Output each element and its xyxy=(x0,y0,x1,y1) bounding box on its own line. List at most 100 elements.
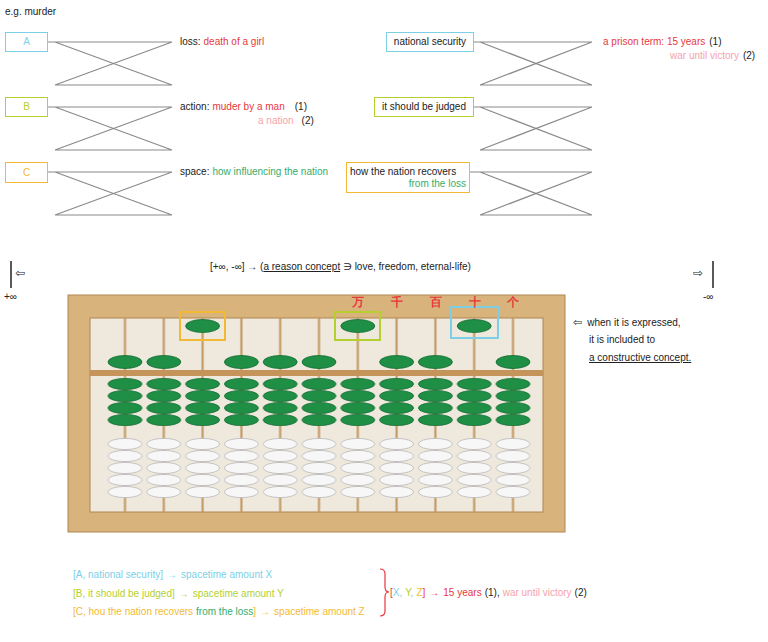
text-row: a constructive concept. xyxy=(589,352,691,364)
label-text: 个 xyxy=(507,296,519,308)
abacus-frame xyxy=(68,295,565,532)
text-row: [C, hou the nation recoversfrom the loss… xyxy=(73,606,365,618)
box-text: from the loss xyxy=(350,178,466,190)
label-text: ⇦ xyxy=(15,267,25,279)
text-row: a nation (2) xyxy=(258,115,314,127)
upper-bead xyxy=(341,320,375,333)
crossed-shape xyxy=(48,42,172,85)
text-row: 千 xyxy=(391,296,403,308)
text-row: 个 xyxy=(507,296,519,308)
label-text: → xyxy=(429,587,439,599)
box-text: it should be judged xyxy=(378,101,470,113)
label-text: a reason concept xyxy=(263,261,340,273)
text-row: a prison term: 15 years(1) xyxy=(603,36,722,48)
text-row: war until victory (2) xyxy=(670,50,755,62)
text-row: ⇦ xyxy=(15,267,25,279)
label-text: action: xyxy=(180,101,209,113)
label-text: spacetime amount Z xyxy=(274,606,365,618)
abacus-green-beads xyxy=(106,378,533,426)
label-text: loss: xyxy=(180,36,201,48)
label-text: → xyxy=(260,606,270,618)
box-text: how the nation recovers xyxy=(350,166,466,178)
label-text: [B, it should be judged] xyxy=(73,588,175,600)
label-text: ⇨ xyxy=(693,267,703,279)
label-text: Y, xyxy=(405,587,413,599)
label-text: (2) xyxy=(575,587,587,599)
label-text: → xyxy=(167,569,177,581)
crossed-shape xyxy=(474,42,592,85)
limit-bar xyxy=(10,261,12,288)
label-text: war until victory xyxy=(670,50,739,62)
label-box: A xyxy=(5,32,48,52)
label-box: national security xyxy=(386,32,474,52)
upper-bead xyxy=(302,356,336,369)
label-text: (2) xyxy=(302,115,314,127)
label-text: ⇦ xyxy=(573,316,582,328)
label-text: muder by a man xyxy=(212,101,284,113)
text-row: [B, it should be judged]→spacetime amoun… xyxy=(73,588,284,600)
box-text: national security xyxy=(390,36,470,48)
highlight-box xyxy=(335,312,380,340)
text-row: 万 xyxy=(352,296,364,308)
text-row: ⇨ xyxy=(693,267,703,279)
text-row: [A, national security]→spacetime amount … xyxy=(73,569,272,581)
label-text: it is included to xyxy=(589,334,655,346)
upper-bead xyxy=(224,356,258,369)
crossed-shape xyxy=(470,172,592,215)
label-text: space: xyxy=(180,166,209,178)
crossed-shape xyxy=(48,107,172,150)
label-text: → xyxy=(179,588,189,600)
label-text: (2) xyxy=(743,50,755,62)
abacus-white-beads xyxy=(106,438,533,498)
highlight-box xyxy=(451,307,498,338)
limit-bar xyxy=(712,261,714,288)
upper-bead xyxy=(108,356,142,369)
text-row: 十 xyxy=(469,296,481,308)
text-row: space:how influencing the nation xyxy=(180,166,328,178)
box-text: C xyxy=(9,167,44,179)
label-box: how the nation recoversfrom the loss xyxy=(346,162,470,193)
label-text: (1), xyxy=(485,587,500,599)
upper-bead xyxy=(380,356,414,369)
label-text: a nation xyxy=(258,115,294,127)
label-text: +∞ xyxy=(4,291,17,303)
text-row: +∞ xyxy=(4,291,17,303)
text-row: it is included to xyxy=(589,334,655,346)
label-text: Z xyxy=(416,587,422,599)
upper-beads xyxy=(108,320,530,369)
abacus-rods xyxy=(106,318,533,512)
upper-bead xyxy=(418,356,452,369)
text-row: 百 xyxy=(430,296,442,308)
label-text: how influencing the nation xyxy=(212,166,328,178)
label-text: -∞ xyxy=(703,291,713,303)
label-text: 千 xyxy=(391,296,403,308)
label-text: [+∞, -∞] → ( xyxy=(210,261,263,273)
label-text: X, xyxy=(393,587,402,599)
label-text: 15 years xyxy=(443,587,481,599)
upper-bead xyxy=(186,320,220,333)
crossed-shape xyxy=(474,107,592,150)
bracket xyxy=(380,569,389,616)
label-text: [C, hou the nation recovers xyxy=(73,606,193,618)
label-text: ] xyxy=(423,587,426,599)
label-text: 百 xyxy=(430,296,442,308)
text-row: loss:death of a girl xyxy=(180,36,264,48)
abacus-inner xyxy=(90,318,543,512)
label-box: B xyxy=(5,97,48,117)
text-row: action:muder by a man(1) xyxy=(180,101,307,113)
label-box: C xyxy=(5,162,48,183)
text-row: [X,Y,Z]→15 years(1),war until victory(2) xyxy=(390,587,587,599)
label-text: when it is expressed, xyxy=(587,317,680,329)
highlight-box xyxy=(180,312,225,340)
upper-bead xyxy=(263,356,297,369)
label-text: 万 xyxy=(352,296,364,308)
text-row: [+∞, -∞] → (a reason concept∋ love, free… xyxy=(210,261,471,273)
label-text: (1) xyxy=(709,36,721,48)
text-row: ⇦ when it is expressed, xyxy=(573,316,681,329)
crossed-shape xyxy=(48,172,172,215)
label-text: war until victory xyxy=(503,587,572,599)
diagram-title: e.g. murder xyxy=(5,6,56,18)
label-text: from the loss xyxy=(196,606,253,618)
